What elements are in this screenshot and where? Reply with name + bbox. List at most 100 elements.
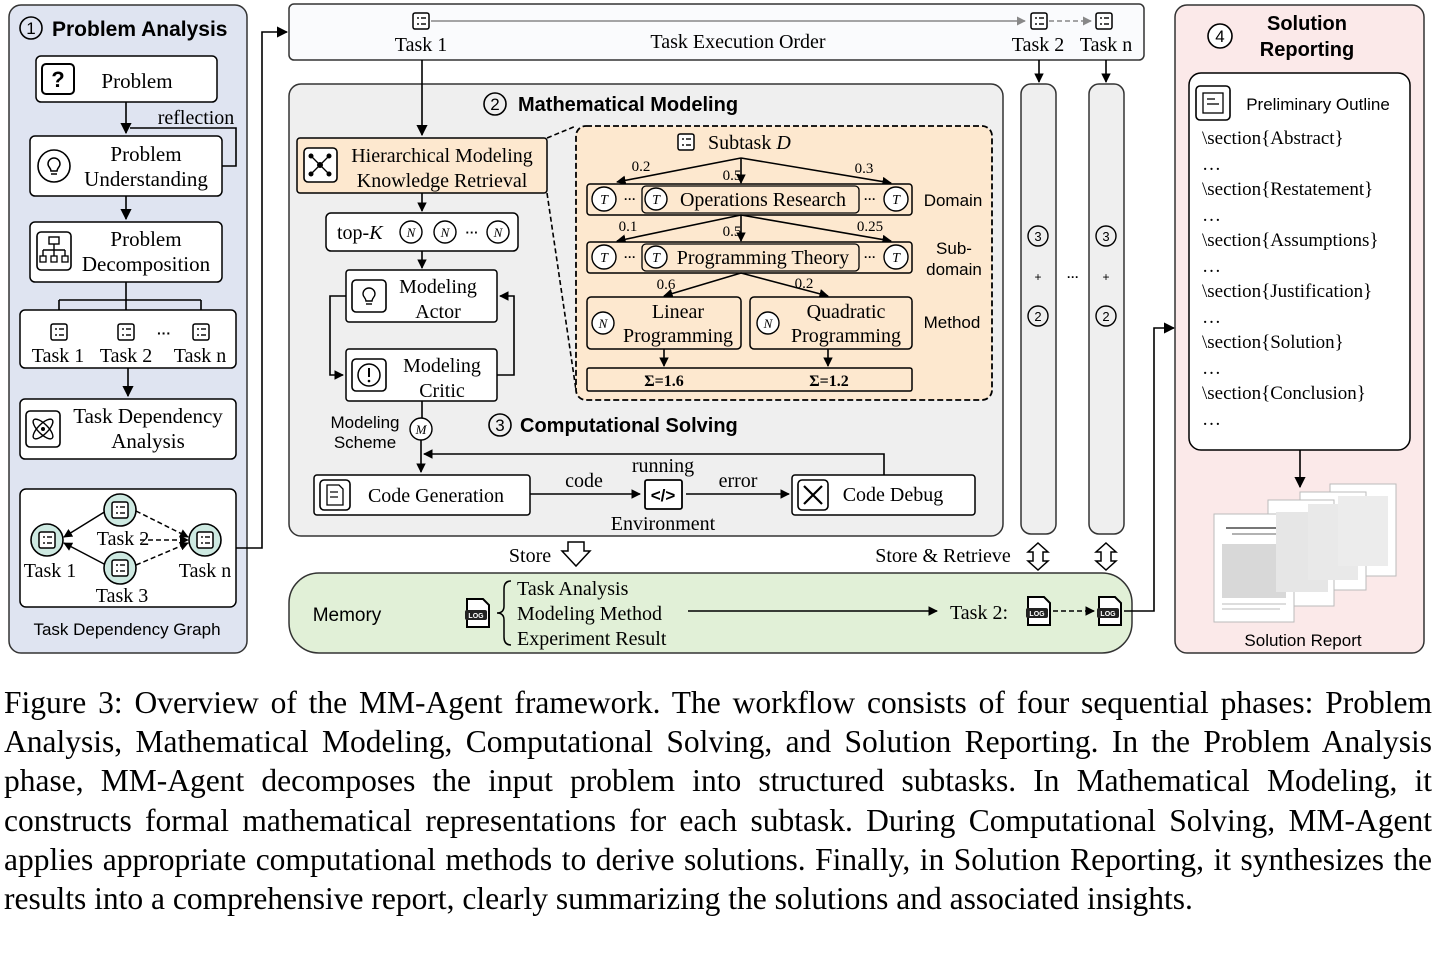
code-label: code	[565, 470, 603, 492]
memory-label: Memory	[313, 605, 382, 626]
svg-text:N: N	[598, 316, 609, 331]
svg-text:T: T	[892, 193, 901, 208]
dependency-line1: Task Dependency	[73, 404, 223, 428]
updown-arrow-1	[1026, 541, 1050, 572]
log-icon	[1096, 596, 1122, 626]
svg-text:···: ···	[624, 192, 636, 206]
hierarchy-icon	[36, 231, 72, 271]
graph-label-taskn: Task n	[179, 560, 231, 582]
report-label: Solution Report	[1244, 631, 1361, 650]
task2-icon	[117, 323, 135, 341]
taskn-icon	[192, 323, 210, 341]
weight-domain-right: 0.3	[855, 161, 874, 177]
phase1-panel: 1 Problem Analysis ? Problem reflection …	[8, 4, 248, 654]
ellipsis-5: …	[1202, 358, 1221, 379]
section-1: \section{Abstract}	[1202, 128, 1344, 149]
ellipsis-2: …	[1202, 205, 1221, 226]
log-icon	[464, 598, 490, 628]
critic-line2: Critic	[419, 380, 465, 402]
level-domain: Domain	[924, 191, 983, 210]
phase1-number: 1	[26, 19, 35, 38]
graph-node-task2	[103, 493, 137, 527]
framework-diagram: LOG 1 Problem Analysis ? Problem reflect…	[8, 3, 1425, 654]
figure-caption: Figure 3: Overview of the MM-Agent frame…	[4, 685, 1432, 917]
svg-text:···: ···	[157, 325, 171, 341]
graph-caption: Task Dependency Graph	[33, 620, 220, 639]
svg-text:···: ···	[466, 225, 479, 240]
graph-label-task3: Task 3	[96, 585, 148, 607]
section-3: \section{Assumptions}	[1202, 230, 1379, 251]
domain-label: Operations Research	[680, 189, 846, 211]
method-b-line1: Quadratic	[807, 301, 886, 323]
method-b-node: N	[756, 311, 780, 335]
method-b-line2: Programming	[791, 325, 901, 347]
exec-task1-icon	[412, 12, 430, 30]
svg-text:2: 2	[1102, 309, 1109, 324]
running-label: running	[632, 455, 694, 477]
subtask-icon	[677, 133, 695, 151]
section-2: \section{Restatement}	[1202, 179, 1373, 200]
store-arrow	[560, 541, 592, 568]
phase2-title: Mathematical Modeling	[518, 94, 738, 116]
task1-icon	[50, 323, 68, 341]
method-a-line2: Programming	[623, 325, 733, 347]
exec-order-label: Task Execution Order	[650, 31, 826, 53]
memory-item-1: Task Analysis	[517, 578, 629, 600]
svg-text:···: ···	[864, 250, 876, 264]
execution-order-bar: Task 1 Task Execution Order Task 2 Task …	[288, 3, 1145, 61]
phase1-task-1: Task 1	[32, 345, 84, 367]
col1-plus: +	[1034, 270, 1041, 284]
weight-domain-left: 0.2	[632, 159, 651, 175]
topk-k: K	[368, 222, 384, 244]
reflection-label: reflection	[158, 107, 235, 129]
domain-main-node: T	[644, 187, 668, 211]
sub-left-node: T	[591, 244, 617, 270]
store-label: Store	[509, 545, 551, 567]
svg-text:N: N	[406, 225, 417, 240]
svg-text:···: ···	[864, 192, 876, 206]
section-6: \section{Conclusion}	[1202, 383, 1366, 404]
dependency-box	[19, 398, 237, 460]
domain-left-node: T	[591, 186, 617, 212]
store-retrieve-label: Store & Retrieve	[875, 545, 1011, 567]
actor-line1: Modeling	[399, 276, 477, 298]
wrench-icon	[797, 479, 829, 511]
method-a-node: N	[591, 311, 615, 335]
memory-item-2: Modeling Method	[517, 603, 662, 625]
svg-text:</>: </>	[651, 486, 676, 505]
exec-taskn-icon	[1095, 12, 1113, 30]
method-a-line1: Linear	[652, 301, 705, 323]
svg-text:T: T	[892, 251, 901, 266]
critic-line1: Modeling	[403, 355, 481, 377]
svg-text:T: T	[600, 193, 609, 208]
svg-text:T: T	[652, 193, 661, 208]
scheme-line2: Scheme	[334, 433, 396, 452]
updown-arrow-2	[1094, 541, 1118, 572]
topk-node-2: N	[433, 220, 457, 244]
graph-label-task1: Task 1	[24, 560, 76, 582]
atom-icon	[25, 410, 61, 448]
col1-step2: 2	[1027, 305, 1049, 327]
level-subdomain-2: domain	[926, 260, 982, 279]
col1-step3: 3	[1027, 225, 1049, 247]
taskn-column	[1088, 83, 1125, 535]
phase2-panel: 2 Mathematical Modeling Hierarchical Mod…	[288, 60, 1004, 537]
phase4-title-1: Solution	[1267, 13, 1347, 35]
ellipsis-4: …	[1202, 307, 1221, 328]
level-subdomain-1: Sub-	[936, 239, 972, 258]
retrieval-line1: Hierarchical Modeling	[351, 145, 533, 167]
topk-prefix: top-	[337, 222, 369, 244]
svg-text:top-K: top-K	[337, 222, 384, 244]
code-file-icon	[319, 479, 351, 511]
topk-node-1: N	[399, 220, 423, 244]
graph-node-taskn	[188, 523, 222, 557]
memory-task2: Task 2:	[950, 602, 1008, 624]
weight-method-left: 0.6	[657, 277, 676, 293]
phase4-title-2: Reporting	[1260, 39, 1354, 61]
code-debug-label: Code Debug	[843, 484, 944, 506]
outline-title: Preliminary Outline	[1246, 95, 1390, 114]
svg-text:N: N	[493, 225, 504, 240]
subdomain-label: Programming Theory	[677, 247, 849, 269]
graph-node-task1	[30, 523, 64, 557]
network-icon	[303, 147, 338, 183]
